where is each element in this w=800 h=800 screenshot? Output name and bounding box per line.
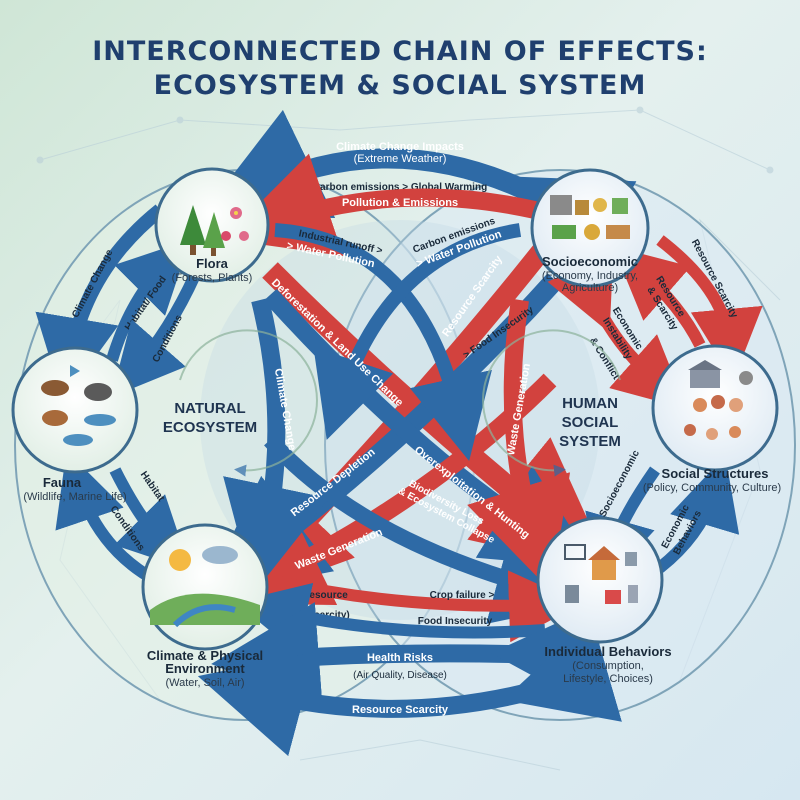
node-socioeconomic[interactable]: Socioeconomic (Economy, Industry, Agricu… [530,168,650,294]
node-flora[interactable]: Flora (Forests, Plants) [154,167,270,284]
natural-cycle-arc [179,329,318,477]
economy-icon [550,195,630,240]
node-fauna[interactable]: Fauna (Wildlife, Marine Life) [11,346,139,503]
tree-icon [180,205,249,256]
arrow-conditions-upper [111,272,201,398]
label-climate-impacts-sub: (Extreme Weather) [354,153,447,165]
arrow-climate-change-left [35,204,165,402]
label-food-insecurity-low: Food Insecurity [418,616,493,627]
lifestyle-icon [564,544,638,604]
node-individual-behaviors[interactable]: Individual Behaviors (Consumption, Lifes… [536,516,672,685]
human-label-1: HUMAN [562,395,618,412]
arrow-pollution: Pollution & Emissions [223,153,537,257]
fauna-title: Fauna [43,475,82,490]
flora-title: Flora [196,256,229,271]
human-label-3: SYSTEM [559,433,621,450]
label-carbon-global: Carbon emissions > Global Warming [313,182,487,193]
individual-subtitle: (Consumption, [572,660,644,672]
socio-title: Socioeconomic [542,254,638,269]
arrow-industrial-runoff [274,223,492,461]
arrow-waste-generation-v [467,298,571,592]
node-social-structures[interactable]: Social Structures (Policy, Community, Cu… [643,344,781,494]
individual-title: Individual Behaviors [544,644,671,659]
climate-subtitle: (Water, Soil, Air) [165,677,244,689]
label-pollution: Pollution & Emissions [342,197,458,209]
arrow-economic-instability [547,252,687,409]
socio-subtitle-2: Agriculture) [562,282,618,294]
fauna-subtitle: (Wildlife, Marine Life) [23,491,126,503]
arrow-health-risks: Health Risks [211,602,601,711]
label-crop-failure: Crop failure > [430,590,495,601]
natural-label-1: NATURAL [174,400,245,417]
climate-icon [150,546,260,628]
human-label-2: SOCIAL [562,414,619,431]
climate-title: Climate & Physical [147,648,263,663]
arrow-resource-scarcity-bottom: Resource Scarcity [197,618,622,757]
arrow-carbon-water [313,223,522,440]
title-line-2: ECOSYSTEM & SOCIAL SYSTEM [154,70,647,101]
climate-title-2: Environment [165,661,245,676]
animals-icon [41,365,116,446]
flora-subtitle: (Forests, Plants) [172,272,253,284]
title-line-1: INTERCONNECTED CHAIN OF EFFECTS: [92,36,708,67]
socio-subtitle: (Economy, Industry, [542,270,638,282]
arrow-climate-change-v [223,297,329,593]
label-health-risks-sub: (Air Quality, Disease) [353,670,447,681]
node-climate[interactable]: Climate & Physical Environment (Water, S… [141,523,269,689]
label-climate-impacts: Climate Change Impacts [336,141,464,153]
label-health-risks: Health Risks [367,652,433,664]
social-title: Social Structures [662,466,769,481]
human-cycle-arc [482,329,621,477]
natural-label-2: ECOSYSTEM [163,419,257,436]
social-subtitle: (Policy, Community, Culture) [643,482,781,494]
label-resource-low: Resource [302,590,348,601]
community-icon [684,360,753,440]
individual-subtitle-2: Lifestyle, Choices) [563,673,653,685]
label-resource-scarcity-bottom: Resource Scarcity [352,704,449,716]
